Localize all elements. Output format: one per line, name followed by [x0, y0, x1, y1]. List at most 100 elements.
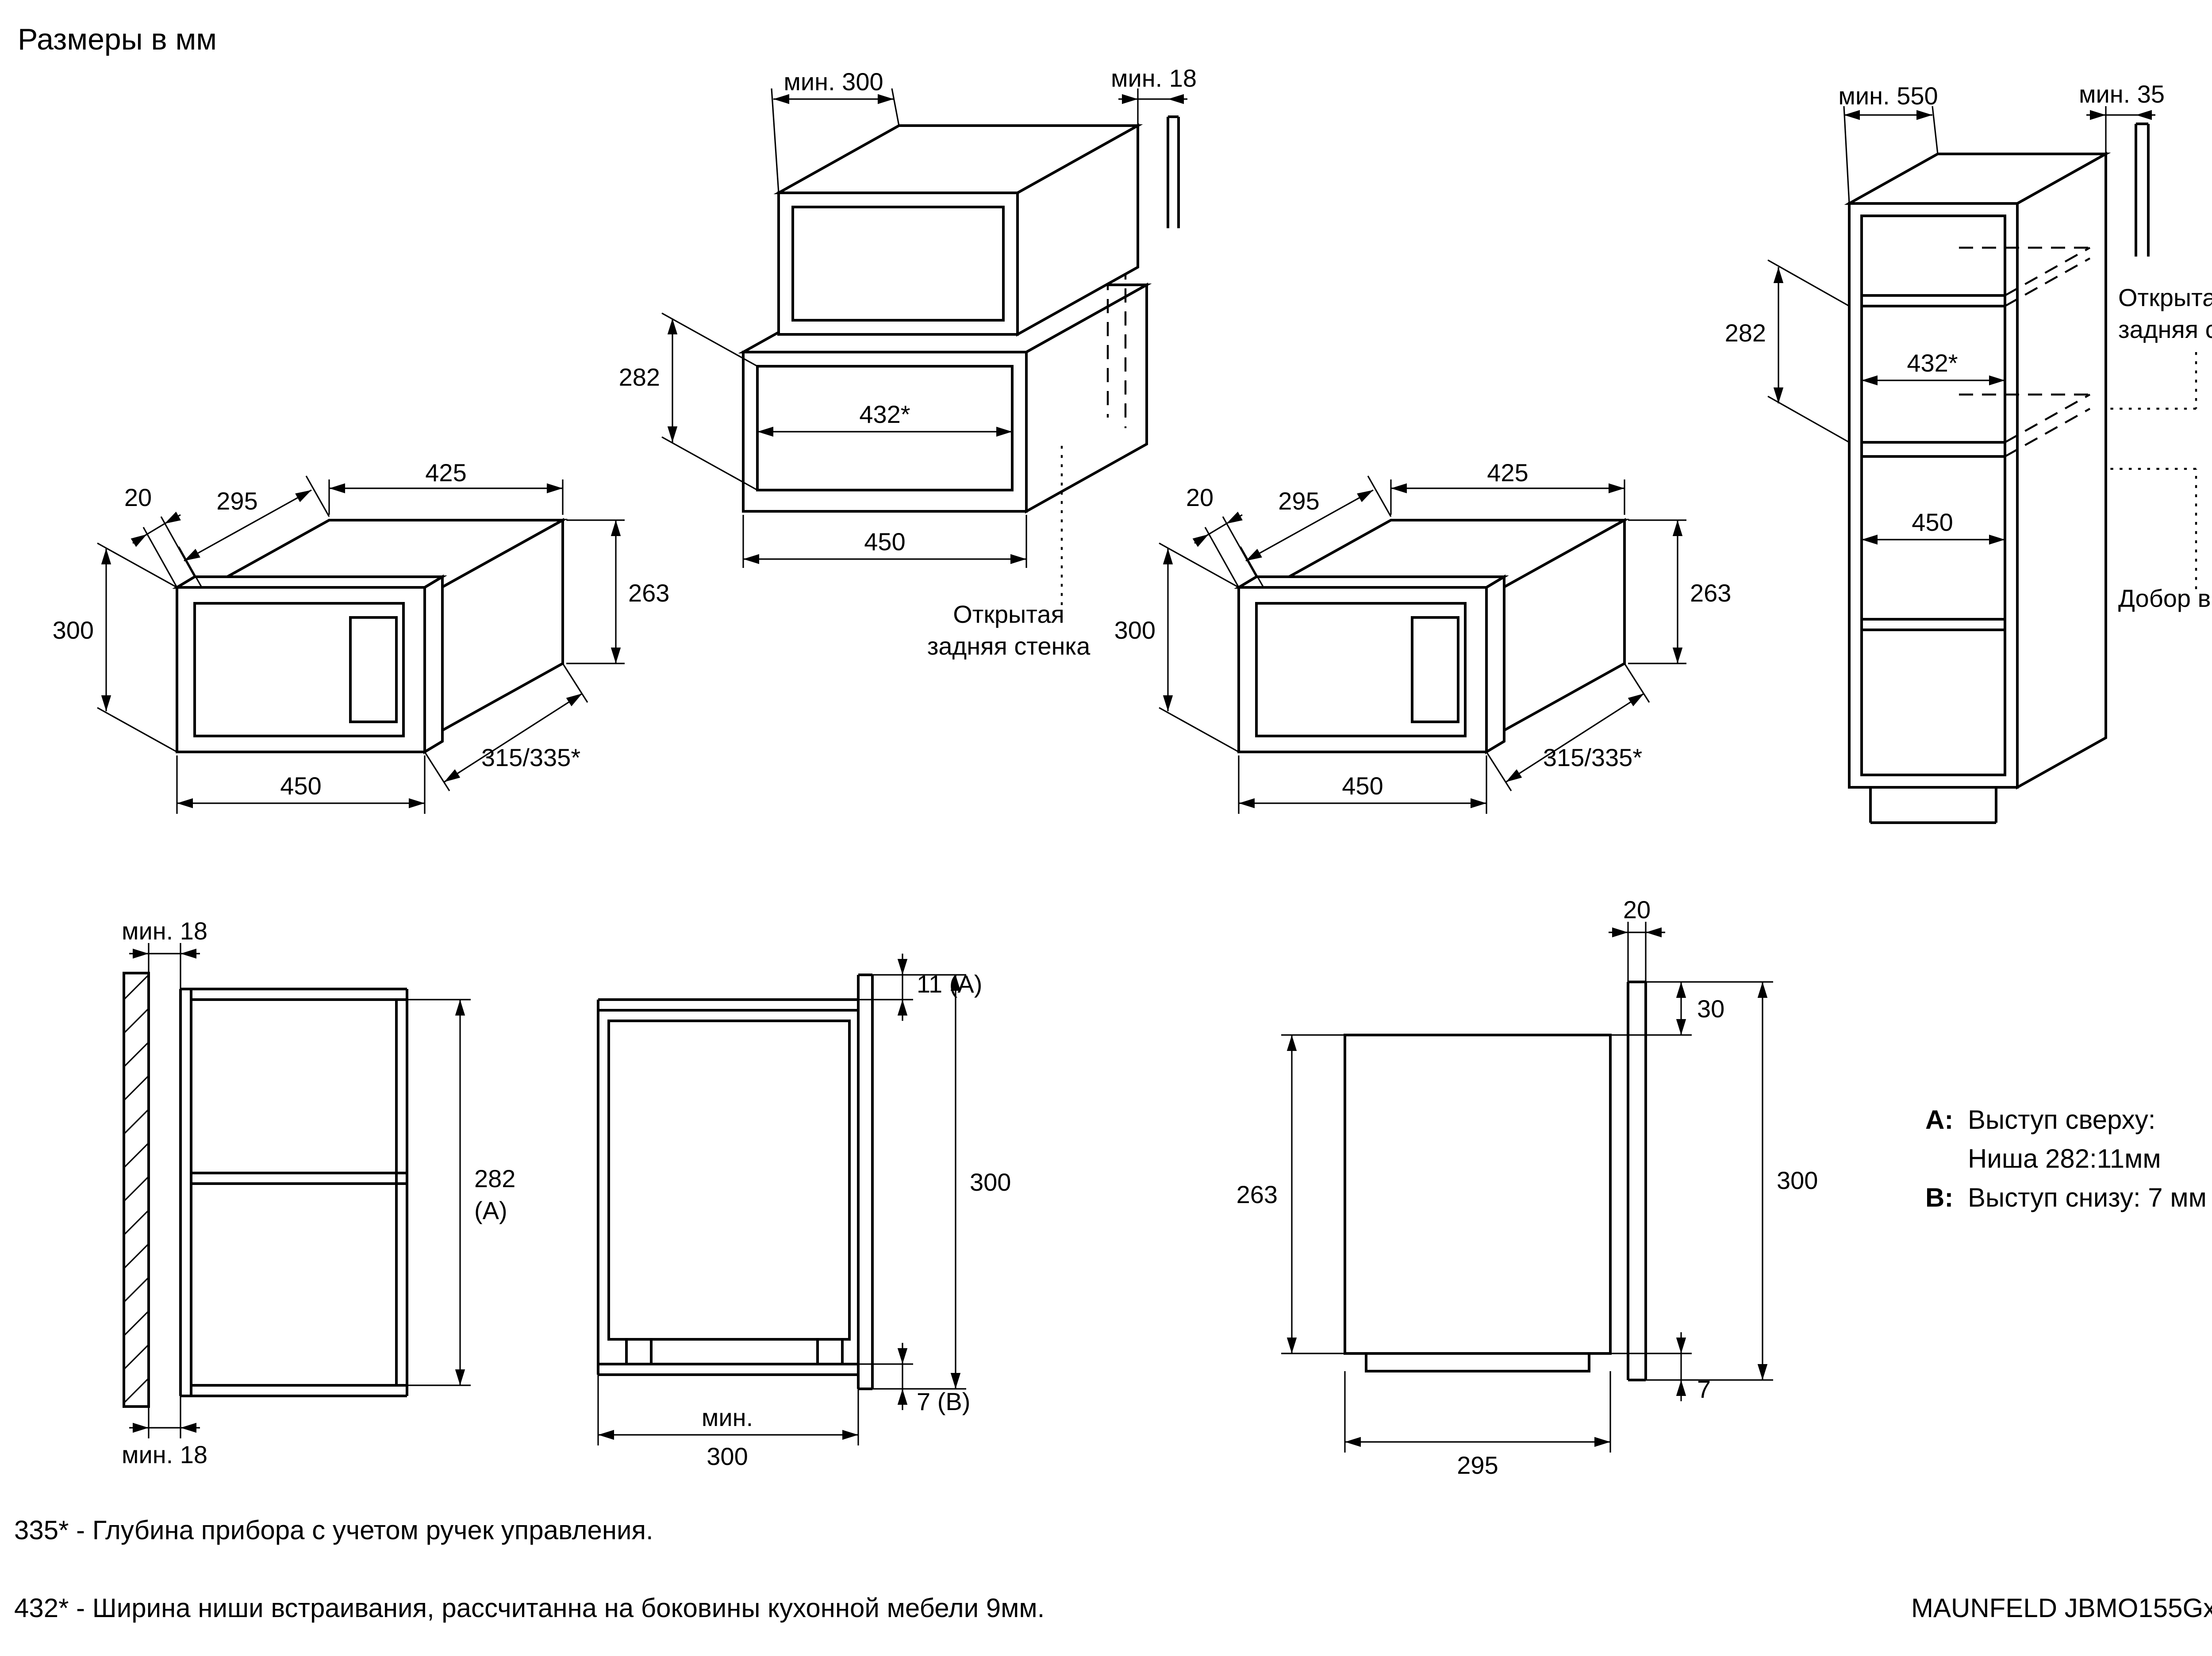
dim-label-425: 425	[1487, 459, 1528, 487]
dim-inner-width: 432*	[757, 400, 1012, 437]
note-a-text: Выступ сверху:	[1968, 1105, 2155, 1135]
appliance-body	[1234, 518, 1630, 755]
dim-label-7: 7	[1697, 1375, 1711, 1403]
notes-ab: A: Выступ сверху: Ниша 282:11мм B: Высту…	[1925, 1105, 2207, 1212]
dim-label-min-300: 300	[707, 1442, 748, 1470]
footnote-depth: 335* - Глубина прибора с учетом ручек уп…	[14, 1515, 653, 1545]
dim-niche-height-a: 282 (A)	[407, 999, 515, 1386]
dim-label-295: 295	[216, 487, 257, 515]
dim-niche-width: 450	[742, 515, 1027, 568]
dim-label-450: 450	[280, 772, 321, 800]
model-number: MAUNFELD JBMO155Gxx01	[1911, 1593, 2212, 1623]
dim-min-back-gap: мин. 35	[2079, 80, 2165, 257]
dim-label-min-18-top: мин. 18	[122, 917, 207, 945]
dim-min-top-depth: мин. 300	[771, 68, 900, 193]
dim-min-depth: мин. 550	[1838, 82, 1939, 204]
dim-front-height: 300	[1646, 981, 1818, 1381]
dim-label-min-18: мин. 18	[1111, 64, 1197, 92]
dim-shelf-width: 450	[1862, 508, 2005, 545]
dim-front-height: 300	[872, 975, 1011, 1390]
view-section-side: мин. 18 мин. 18 282 (A)	[122, 917, 1011, 1470]
appliance-profile	[1344, 981, 1647, 1381]
dim-min-side-gap: мин. 18	[1111, 64, 1197, 228]
note-a-label: A:	[1925, 1105, 1953, 1135]
dim-label-263: 263	[1237, 1181, 1278, 1208]
dim-body-width: 425	[328, 459, 564, 515]
dim-label-282-ref: (A)	[474, 1196, 507, 1224]
dim-body-width: 425	[1390, 459, 1625, 515]
dim-body-height: 263	[566, 519, 669, 664]
dim-label-300: 300	[53, 616, 94, 644]
dim-frame-height: 300	[53, 542, 177, 753]
view-niche-iso: мин. 300 мин. 18 282 432* 450	[619, 64, 1197, 660]
note-a-line2: Ниша 282:11мм	[1968, 1144, 2161, 1173]
dim-label-425: 425	[425, 459, 466, 487]
dim-frame-gap: 20	[1186, 483, 1257, 588]
dim-label-11-a: 11 (A)	[917, 970, 982, 998]
open-back-text-2: задняя стенка	[2118, 315, 2212, 343]
dim-top-protrusion: 11 (A)	[858, 954, 982, 1021]
dim-label-30: 30	[1697, 995, 1724, 1023]
open-back-text-1: Открытая	[2118, 284, 2212, 311]
dim-frame-height: 300	[1114, 542, 1239, 753]
dim-body-depth: 295	[178, 475, 330, 588]
hidden-back-edges	[1106, 265, 1127, 428]
dim-body-height: 263	[1628, 519, 1731, 664]
dim-label-300: 300	[970, 1168, 1011, 1196]
cabinet-structure	[1844, 151, 2111, 824]
dim-bottom-overhang: 7	[1610, 1332, 1711, 1403]
dim-frame-gap: 20	[1609, 896, 1665, 982]
dim-label-300: 300	[1777, 1166, 1818, 1194]
view-section-front: 20 30 263 300 7	[1237, 896, 1818, 1479]
hidden-shelf-edges	[1959, 246, 2091, 457]
footnotes: 335* - Глубина прибора с учетом ручек уп…	[14, 1515, 1045, 1623]
dim-label-20: 20	[1186, 483, 1214, 511]
dim-niche-height: 282	[1725, 259, 1850, 443]
note-b-text: Выступ снизу: 7 мм	[1968, 1183, 2207, 1212]
cabinet-section-a	[179, 988, 408, 1397]
open-back-label: Открытая задняя стенка	[2108, 284, 2212, 410]
dim-label-282: 282	[474, 1165, 515, 1192]
dim-label-min-300: мин. 300	[783, 68, 883, 96]
dim-body-height: 263	[1237, 1034, 1345, 1354]
dim-label-min: мин.	[702, 1403, 753, 1431]
dim-label-432: 432*	[859, 400, 910, 428]
dim-frame-width: 450	[1238, 755, 1487, 814]
dim-label-450: 450	[1342, 772, 1383, 800]
dim-frame-width: 450	[176, 755, 426, 814]
dim-bottom-protrusion: 7 (B)	[858, 1343, 970, 1415]
dim-total-depth: 315/335*	[424, 663, 588, 791]
dim-wall-gap-bottom: мин. 18	[122, 1396, 207, 1468]
open-back-text-1: Открытая	[953, 600, 1064, 628]
dim-wall-gap-top: мин. 18	[122, 917, 207, 989]
dim-inner-width: 432*	[1862, 349, 2005, 386]
page-title: Размеры в мм	[18, 23, 217, 56]
height-addon-label: Добор высоты	[2108, 468, 2212, 612]
cabinet-section-b	[597, 974, 874, 1390]
dim-label-263: 263	[628, 579, 669, 607]
dim-label-282: 282	[1725, 319, 1766, 347]
view-microwave-iso-2: 450 263 300 425 295	[1114, 459, 1731, 814]
dim-body-depth: 295	[1240, 475, 1392, 588]
dim-label-7-b: 7 (B)	[917, 1388, 970, 1415]
height-addon-text: Добор высоты	[2118, 584, 2212, 612]
wall-hatched	[123, 972, 150, 1408]
dim-label-450: 450	[864, 528, 905, 556]
dim-body-depth: 295	[1344, 1371, 1611, 1479]
dim-label-295: 295	[1278, 487, 1319, 515]
dim-label-295: 295	[1457, 1451, 1498, 1479]
dim-frame-gap: 20	[124, 483, 196, 588]
dim-min-depth: мин. 300	[597, 1375, 859, 1470]
dim-label-20: 20	[124, 483, 152, 511]
appliance-body	[172, 518, 568, 755]
dim-label-450: 450	[1912, 508, 1953, 536]
view-column-cabinet: 432* 282 450 мин. 550 мин. 35	[1725, 80, 2212, 824]
note-b-label: B:	[1925, 1183, 1953, 1212]
dim-niche-height: 282	[619, 312, 758, 491]
open-back-label: Открытая задняя стенка	[927, 441, 1091, 660]
dim-label-20: 20	[1623, 896, 1651, 924]
dim-label-300: 300	[1114, 616, 1156, 644]
dim-label-min-550: мин. 550	[1838, 82, 1938, 110]
dim-label-263: 263	[1690, 579, 1731, 607]
